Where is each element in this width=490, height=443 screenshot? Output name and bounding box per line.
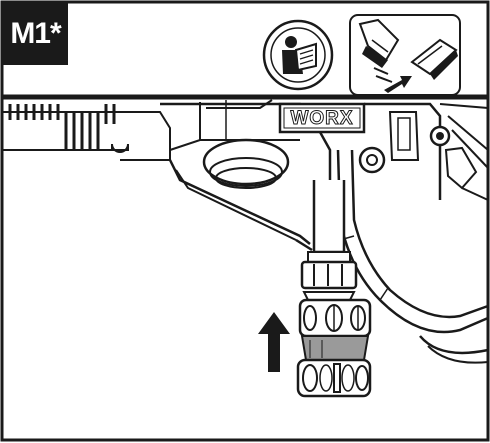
step-badge: M1*: [3, 3, 68, 65]
hose-coupling: [296, 180, 372, 398]
right-housing: [358, 102, 489, 201]
battery-removal-icon: [349, 14, 461, 96]
tool-handle-section: [1, 102, 171, 161]
brand-plate: [278, 102, 366, 134]
arrow-up-icon: [258, 312, 290, 372]
read-manual-icon: [262, 19, 334, 91]
step-label: M1*: [10, 17, 61, 50]
guard-arm: [336, 149, 489, 364]
brand-logo-text: WORX: [290, 108, 354, 130]
